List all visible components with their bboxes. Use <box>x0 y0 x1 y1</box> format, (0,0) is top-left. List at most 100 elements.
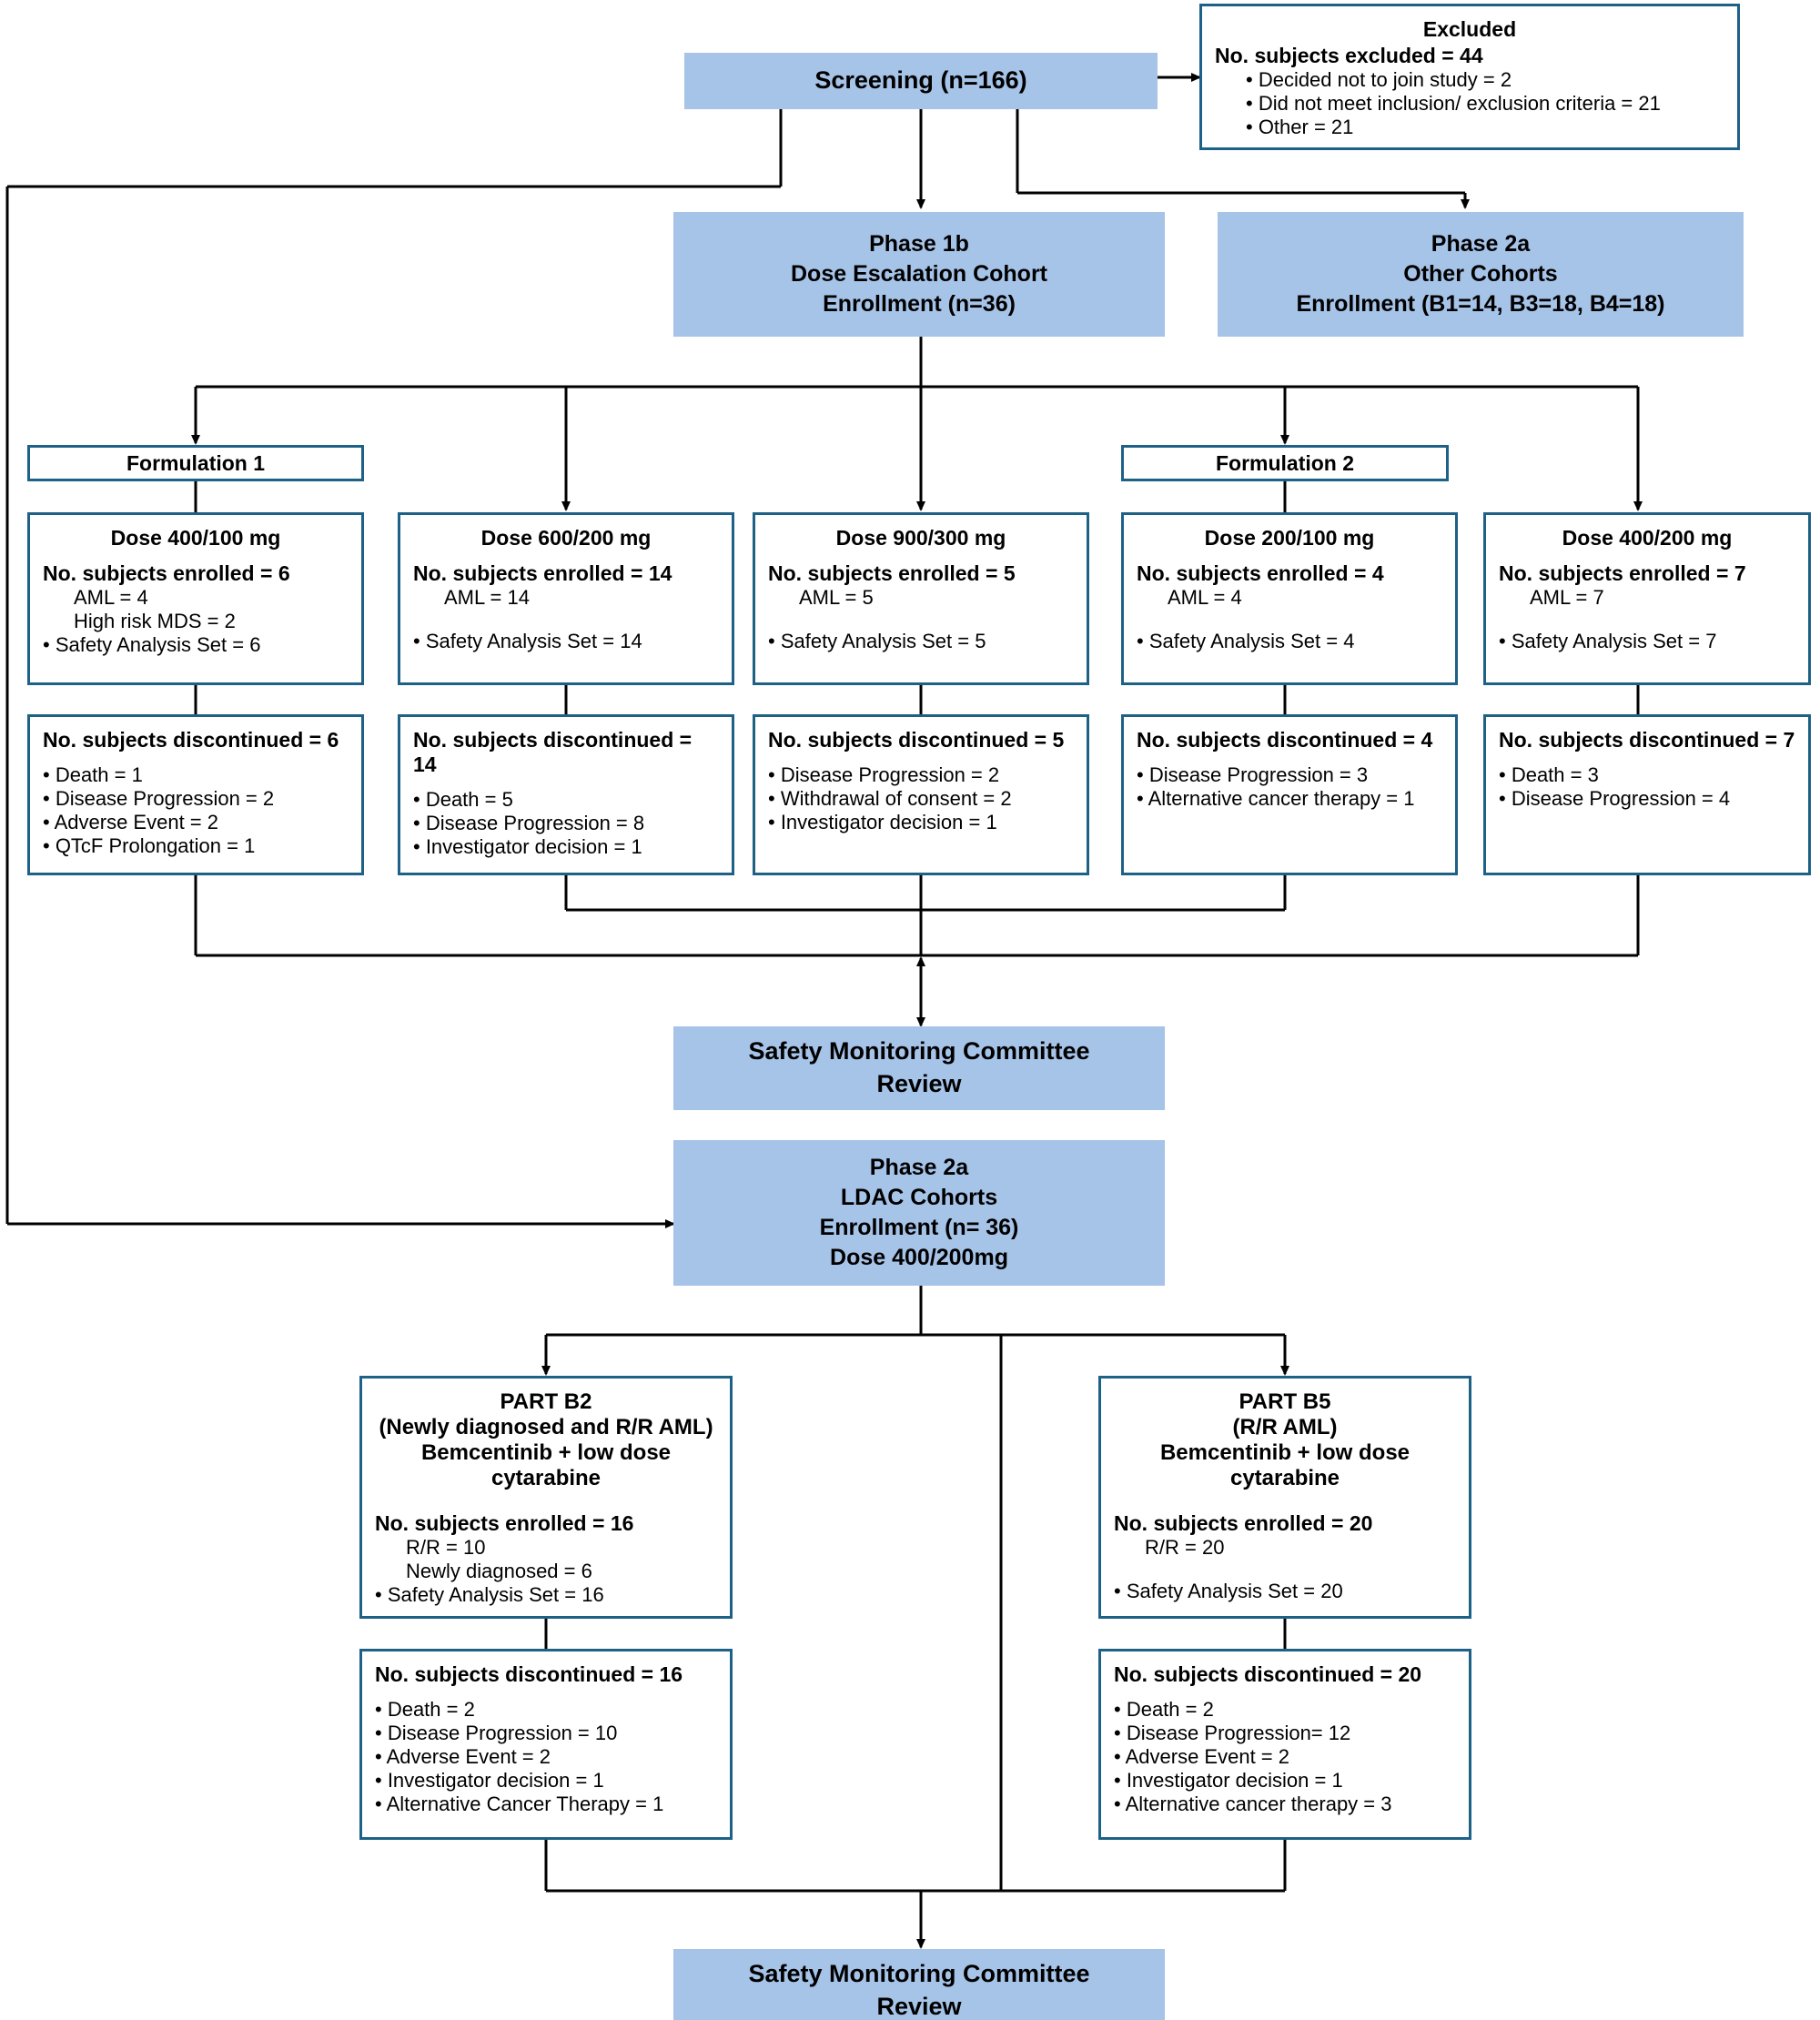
phase-1b-line1: Phase 1b <box>869 230 969 257</box>
formulation-1-box: Formulation 1 <box>27 445 364 481</box>
dose-title: Dose 900/300 mg <box>835 526 1006 550</box>
part-title-line3: Bemcentinib + low dose <box>1159 1440 1410 1465</box>
safety-analysis-set: • Safety Analysis Set = 14 <box>413 630 642 652</box>
discontinued-item: • Disease Progression = 10 <box>375 1722 618 1744</box>
enrolled-detail: R/R = 10 <box>406 1536 486 1559</box>
dose-cohort-enrolled-box: Dose 600/200 mg No. subjects enrolled = … <box>398 512 734 685</box>
discontinued-item: • Adverse Event = 2 <box>1114 1745 1289 1768</box>
discontinued-item: • Investigator decision = 1 <box>1114 1769 1343 1792</box>
part-title-line4: cytarabine <box>490 1466 602 1490</box>
safety-analysis-set: • Safety Analysis Set = 6 <box>43 633 261 656</box>
safety-analysis-set: • Safety Analysis Set = 5 <box>768 630 986 652</box>
excluded-box: Excluded No. subjects excluded = 44 • De… <box>1199 4 1740 150</box>
phase-2a-ldac-line3: Enrollment (n= 36) <box>819 1215 1019 1240</box>
enrolled-header: No. subjects enrolled = 16 <box>375 1511 634 1535</box>
safety-analysis-set: • Safety Analysis Set = 20 <box>1114 1580 1343 1602</box>
enrolled-detail: AML = 4 <box>1168 586 1242 609</box>
spacer <box>43 752 349 763</box>
enrolled-detail: High risk MDS = 2 <box>74 610 236 632</box>
spacer <box>1137 550 1442 561</box>
enrolled-header: No. subjects enrolled = 7 <box>1499 561 1746 585</box>
safety-monitoring-committee-top-box: Safety Monitoring Committee Review <box>673 1026 1165 1110</box>
discontinued-item: • Alternative cancer therapy = 1 <box>1137 787 1415 810</box>
discontinued-item: • Adverse Event = 2 <box>375 1745 551 1768</box>
spacer <box>1499 610 1795 630</box>
spacer <box>375 1687 717 1698</box>
formulation-2-box: Formulation 2 <box>1121 445 1449 481</box>
discontinued-item: • Death = 3 <box>1499 763 1599 786</box>
part-b2-enrolled-box: PART B2 (Newly diagnosed and R/R AML) Be… <box>359 1376 733 1619</box>
phase-2a-other-line1: Phase 2a <box>1431 230 1531 257</box>
phase-2a-ldac-box: Phase 2a LDAC Cohorts Enrollment (n= 36)… <box>673 1140 1165 1286</box>
safety-analysis-set: • Safety Analysis Set = 4 <box>1137 630 1355 652</box>
spacer <box>768 550 1074 561</box>
dose-title: Dose 200/100 mg <box>1204 526 1375 550</box>
discontinued-header: No. subjects discontinued = 4 <box>1137 728 1433 752</box>
spacer <box>413 550 719 561</box>
part-title-line3: Bemcentinib + low dose <box>420 1440 672 1465</box>
dose-title: Dose 600/200 mg <box>480 526 652 550</box>
enrolled-detail: AML = 4 <box>74 586 148 609</box>
safety-analysis-set: • Safety Analysis Set = 7 <box>1499 630 1717 652</box>
spacer <box>413 777 719 788</box>
discontinued-item: • Disease Progression = 3 <box>1137 763 1369 786</box>
phase-1b-line3: Enrollment (n=36) <box>823 291 1016 318</box>
screening-label: Screening (n=166) <box>814 66 1027 95</box>
spacer <box>1137 610 1442 630</box>
dose-cohort-discontinued-box: No. subjects discontinued = 6 • Death = … <box>27 714 364 875</box>
spacer <box>1499 752 1795 763</box>
part-title-line2: (R/R AML) <box>1232 1415 1338 1439</box>
discontinued-item: • Disease Progression = 2 <box>768 763 1000 786</box>
dose-cohort-discontinued-box: No. subjects discontinued = 4 • Disease … <box>1121 714 1458 875</box>
dose-cohort-discontinued-box: No. subjects discontinued = 7 • Death = … <box>1483 714 1811 875</box>
spacer <box>1137 752 1442 763</box>
spacer <box>375 1491 717 1511</box>
discontinued-item: • Disease Progression= 12 <box>1114 1722 1351 1744</box>
discontinued-item: • Death = 1 <box>43 763 143 786</box>
enrolled-header: No. subjects enrolled = 20 <box>1114 1511 1373 1535</box>
enrolled-detail: AML = 14 <box>444 586 530 609</box>
part-title-line1: PART B2 <box>500 1389 592 1414</box>
smc-top-line2: Review <box>876 1070 962 1097</box>
screening-box: Screening (n=166) <box>684 53 1158 109</box>
enrolled-header: No. subjects enrolled = 14 <box>413 561 672 585</box>
phase-2a-ldac-line4: Dose 400/200mg <box>830 1245 1008 1271</box>
spacer <box>768 610 1074 630</box>
enrolled-header: No. subjects enrolled = 6 <box>43 561 290 585</box>
excluded-item: • Other = 21 <box>1246 116 1354 138</box>
smc-bottom-line2: Review <box>876 1993 962 2020</box>
dose-cohort-discontinued-box: No. subjects discontinued = 14 • Death =… <box>398 714 734 875</box>
part-title-line2: (Newly diagnosed and R/R AML) <box>379 1415 713 1439</box>
enrolled-detail: R/R = 20 <box>1145 1536 1225 1559</box>
dose-cohort-enrolled-box: Dose 400/200 mg No. subjects enrolled = … <box>1483 512 1811 685</box>
discontinued-item: • Investigator decision = 1 <box>375 1769 604 1792</box>
discontinued-item: • Adverse Event = 2 <box>43 811 218 833</box>
smc-top-line1: Safety Monitoring Committee <box>748 1037 1090 1066</box>
discontinued-item: • Disease Progression = 4 <box>1499 787 1731 810</box>
dose-cohort-enrolled-box: Dose 900/300 mg No. subjects enrolled = … <box>753 512 1089 685</box>
discontinued-header: No. subjects discontinued = 7 <box>1499 728 1795 752</box>
phase-2a-other-line3: Enrollment (B1=14, B3=18, B4=18) <box>1296 291 1665 318</box>
discontinued-item: • Death = 2 <box>1114 1698 1214 1721</box>
discontinued-item: • Alternative cancer therapy = 3 <box>1114 1793 1392 1815</box>
discontinued-item: • Disease Progression = 8 <box>413 812 645 834</box>
part-b5-enrolled-box: PART B5 (R/R AML) Bemcentinib + low dose… <box>1098 1376 1471 1619</box>
dose-cohort-enrolled-box: Dose 200/100 mg No. subjects enrolled = … <box>1121 512 1458 685</box>
discontinued-item: • Death = 2 <box>375 1698 475 1721</box>
enrolled-detail: Newly diagnosed = 6 <box>406 1560 592 1582</box>
formulation-1-label: Formulation 1 <box>126 450 266 475</box>
dose-cohort-enrolled-box: Dose 400/100 mg No. subjects enrolled = … <box>27 512 364 685</box>
phase-2a-ldac-line2: LDAC Cohorts <box>840 1184 998 1210</box>
spacer <box>1499 550 1795 561</box>
discontinued-header: No. subjects discontinued = 5 <box>768 728 1065 752</box>
discontinued-header: No. subjects discontinued = 6 <box>43 728 339 752</box>
safety-analysis-set: • Safety Analysis Set = 16 <box>375 1583 604 1606</box>
phase-1b-line2: Dose Escalation Cohort <box>791 260 1047 287</box>
phase-2a-other-cohorts-box: Phase 2a Other Cohorts Enrollment (B1=14… <box>1218 212 1744 337</box>
spacer <box>1114 1687 1456 1698</box>
spacer <box>768 752 1074 763</box>
discontinued-item: • Investigator decision = 1 <box>413 835 642 858</box>
discontinued-item: • Death = 5 <box>413 788 513 811</box>
discontinued-item: • Investigator decision = 1 <box>768 811 997 833</box>
